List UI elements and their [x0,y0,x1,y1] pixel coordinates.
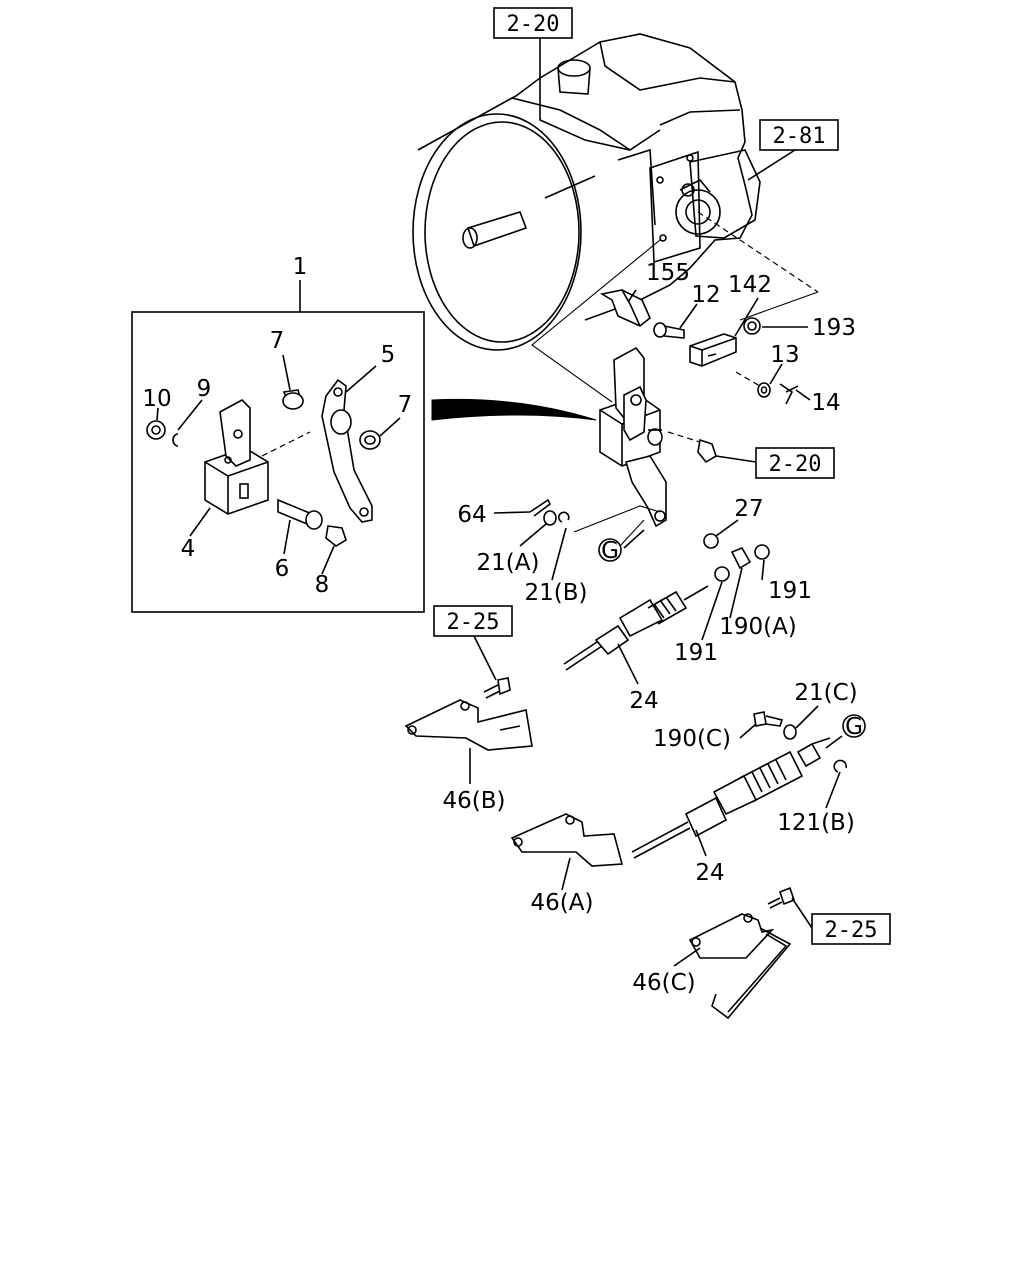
part-193-nut [743,317,761,335]
direction-arrow [431,398,597,421]
part-8-bolt [325,525,347,547]
ref-leader [747,149,796,181]
callout-190c: 190(C) [653,726,731,752]
part-142-clevis [689,333,737,367]
ref-box-2-81[interactable]: 2-81 [759,119,839,151]
svg-text:2-81: 2-81 [773,124,826,149]
callout-12: 12 [691,282,720,308]
callout-10: 10 [142,386,171,412]
part-27-washer [703,533,719,549]
callout-21a: 21(A) [477,550,540,576]
svg-text:2-20: 2-20 [507,12,560,37]
part-7-bushing-upper [282,389,304,410]
part-12-bolt [653,322,685,339]
part-121b-clip [833,759,847,773]
part-24-cable-2 [631,737,831,859]
part-190c-bolt [753,711,784,727]
part-6-pin [277,498,323,530]
part-190a-block [730,546,752,570]
callout-leaders [156,289,843,967]
shift-lever-bracket [599,346,667,528]
part-46a-bracket [510,813,624,867]
circle-marker-g-2: G [842,714,866,740]
callout-191-lower: 191 [674,640,718,666]
part-4-bracket [204,399,269,515]
part-64-cotter-pin [529,498,552,517]
part-46b-bracket [404,699,533,751]
callout-7-upper: 7 [270,328,285,354]
callout-13: 13 [770,342,799,368]
part-7-bushing-lower [359,430,381,450]
callout-155: 155 [646,260,690,286]
part-13-washer [757,382,771,398]
callout-190a: 190(A) [719,614,797,640]
callout-8: 8 [315,572,330,598]
callout-6: 6 [275,556,290,582]
alignment-line [619,519,645,547]
callout-14: 14 [811,390,840,416]
svg-text:2-25: 2-25 [825,918,878,943]
callout-191-upper: 191 [768,578,812,604]
part-21b-clip [558,511,570,523]
callout-1: 1 [293,254,308,280]
ref-leader [715,455,757,463]
part-21a-washer [543,510,557,526]
callout-121b: 121(B) [777,810,855,836]
callout-193: 193 [812,315,856,341]
alignment-line [573,505,661,533]
circle-marker-g-1: G [598,538,622,564]
ref-box-2-25-right[interactable]: 2-25 [811,913,891,945]
callout-24-upper: 24 [629,688,658,714]
svg-text:2-25: 2-25 [447,610,500,635]
bracket-bolt-right [767,886,795,909]
svg-text:G: G [601,538,619,564]
alignment-line [739,291,819,321]
ref-leader [473,635,497,681]
assembly-detail-box [131,311,425,613]
part-21c-washer [783,724,797,740]
callout-21b: 21(B) [525,580,588,606]
part-5-lever [321,378,373,523]
part-191-nut-lower [714,566,730,582]
svg-text:2-20: 2-20 [769,452,822,477]
part-14-clip [779,383,799,405]
part-10-nut [146,420,166,440]
callout-7-lower: 7 [398,392,413,418]
callout-64: 64 [457,502,486,528]
ref-leader [791,897,813,929]
callout-9: 9 [197,376,212,402]
alignment-line [531,239,661,403]
alignment-line [261,431,311,457]
callout-4: 4 [181,536,196,562]
ref-box-2-20-mid[interactable]: 2-20 [755,447,835,479]
alignment-line [697,211,819,293]
svg-text:G: G [845,714,863,740]
part-24-cable-1 [563,585,709,671]
callout-27: 27 [734,496,763,522]
callout-5: 5 [381,342,396,368]
callout-46a: 46(A) [531,890,594,916]
part-191-nut-upper [754,544,770,560]
part-9-ring [172,433,179,447]
callout-21c: 21(C) [794,680,857,706]
callout-142: 142 [728,272,772,298]
mount-bolt [667,431,717,464]
ref-box-2-25-left[interactable]: 2-25 [433,605,513,637]
callout-46b: 46(B) [443,788,506,814]
callout-46c: 46(C) [632,970,695,996]
callout-24-lower: 24 [695,860,724,886]
part-46c-bracket [688,913,792,1020]
ref-box-2-20-top[interactable]: 2-20 [493,7,573,39]
bracket-bolt-left [483,677,511,699]
part-155-clip [599,289,651,327]
